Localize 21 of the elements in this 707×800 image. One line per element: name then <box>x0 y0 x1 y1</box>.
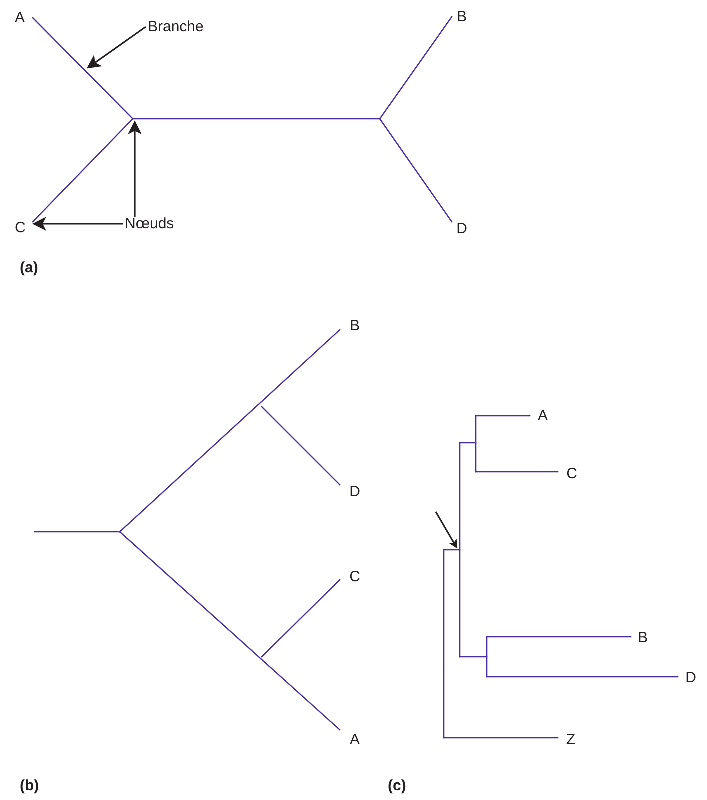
leader-arrow <box>86 26 146 69</box>
leader-arrow <box>32 217 123 231</box>
leaf-label: D <box>686 670 696 686</box>
leaf-label: A <box>15 10 25 26</box>
leaf-label: D <box>456 222 468 236</box>
leaf-label: C <box>350 570 360 584</box>
callout-text: Branche <box>148 20 204 34</box>
leaf-label: B <box>350 318 360 334</box>
leaf-label: C <box>566 466 578 482</box>
leaf-label: B <box>457 10 467 24</box>
panel-label: (a) <box>20 260 38 276</box>
callout-text: C <box>15 220 26 236</box>
panel-label: (b) <box>20 778 40 794</box>
leaf-label: A <box>538 408 548 424</box>
leaf-label: B <box>638 630 648 646</box>
leaf-label: D <box>350 484 360 500</box>
leader-arrow <box>128 120 142 218</box>
leaf-label: A <box>350 732 360 748</box>
panel-label: (c) <box>388 778 406 794</box>
callout-text: Nœuds <box>125 216 174 232</box>
leaf-label: Z <box>566 732 576 748</box>
